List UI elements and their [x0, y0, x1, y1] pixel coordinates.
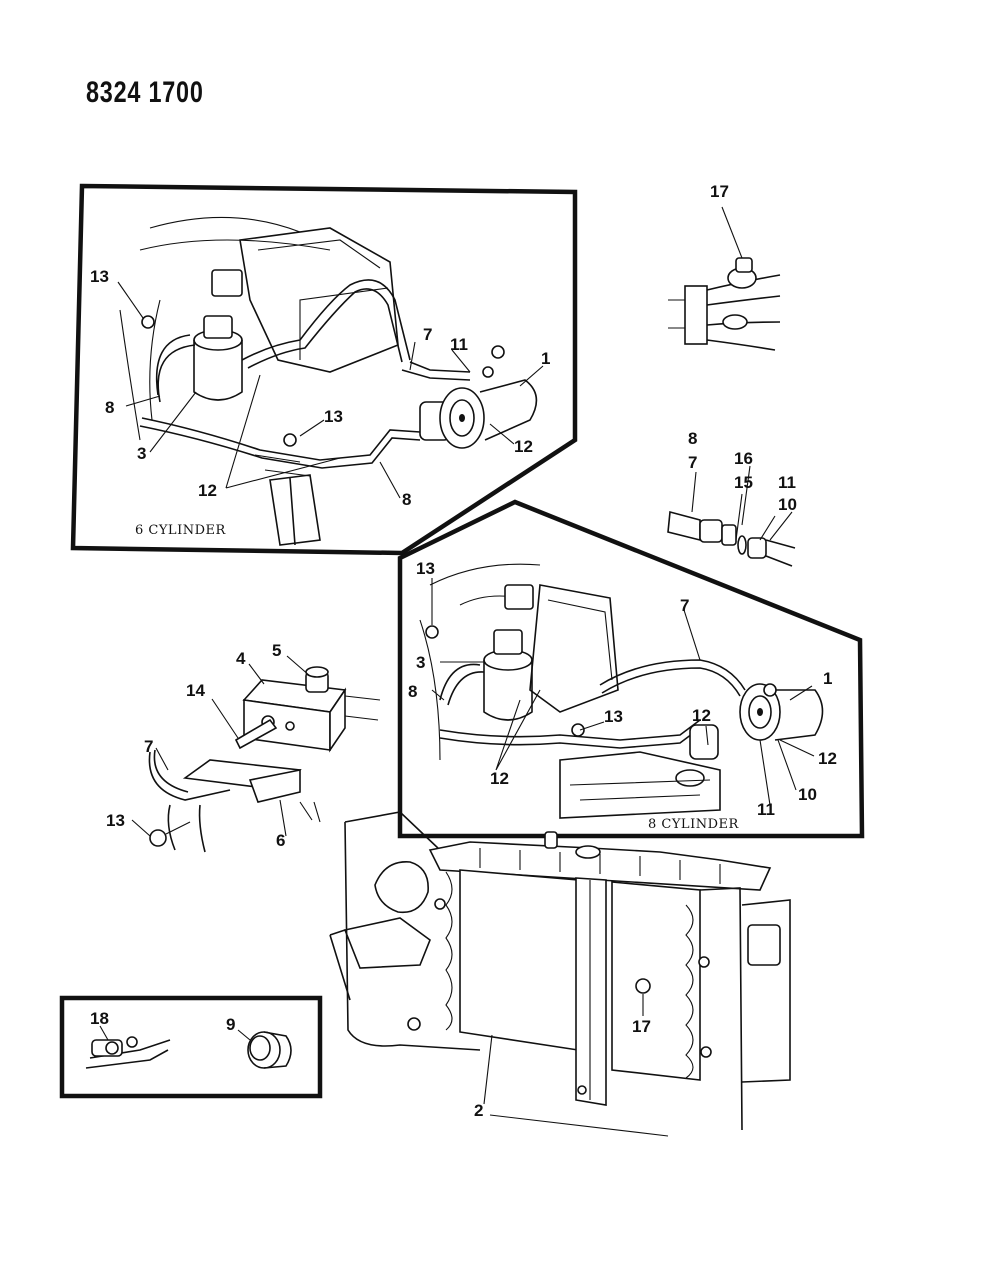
condenser-assembly: 17 2 — [329, 811, 791, 1137]
bracket-callout-6: 6 — [276, 831, 285, 850]
eight-cylinder-caption: 8 CYLINDER — [648, 817, 739, 832]
eight-cyl-callout-10: 10 — [798, 785, 817, 804]
condenser-callout-2: 2 — [474, 1101, 483, 1120]
fitting-callout-11: 11 — [778, 473, 796, 492]
fitting-detail: 8 7 16 15 11 10 — [667, 429, 797, 567]
eight-cylinder-panel: 13 7 3 8 1 13 12 12 12 10 11 8 CYLINDER — [397, 499, 865, 839]
eight-cyl-callout-3: 3 — [416, 653, 425, 672]
eight-cyl-callout-11: 11 — [757, 800, 775, 819]
bracket-callout-13: 13 — [106, 811, 125, 830]
bracket-callout-7: 7 — [144, 737, 153, 756]
bracket-callout-14: 14 — [186, 681, 205, 700]
six-cylinder-panel: 13 8 3 7 11 1 13 12 12 8 6 CYLINDER — [70, 183, 578, 556]
inset-detail: 18 9 — [59, 995, 323, 1099]
fitting-callout-15: 15 — [734, 473, 753, 492]
eight-cylinder-frame — [397, 499, 865, 839]
six-cyl-callout-11: 11 — [450, 335, 468, 354]
eight-cyl-callout-7: 7 — [680, 596, 689, 615]
eight-cyl-callout-13a: 13 — [416, 559, 435, 578]
bracket-detail: 4 5 14 7 13 6 — [106, 641, 381, 853]
switch-detail: 17 — [668, 182, 781, 351]
six-cyl-callout-8b: 8 — [402, 490, 411, 509]
six-cyl-callout-13b: 13 — [324, 407, 343, 426]
fitting-callout-16: 16 — [734, 449, 753, 468]
inset-callout-9: 9 — [226, 1015, 235, 1034]
bracket-callout-5: 5 — [272, 641, 281, 660]
six-cyl-callout-7: 7 — [423, 325, 432, 344]
document-number: 8324 1700 — [86, 76, 204, 109]
fitting-callout-7: 7 — [688, 453, 697, 472]
six-cyl-callout-8a: 8 — [105, 398, 114, 417]
six-cyl-callout-13a: 13 — [90, 267, 109, 286]
eight-cyl-callout-1: 1 — [823, 669, 832, 688]
six-cyl-callout-12b: 12 — [198, 481, 217, 500]
six-cyl-callout-1: 1 — [541, 349, 550, 368]
six-cyl-callout-3: 3 — [137, 444, 146, 463]
inset-frame — [59, 995, 323, 1099]
six-cylinder-frame — [70, 183, 578, 556]
bracket-callout-4: 4 — [236, 649, 246, 668]
six-cylinder-caption: 6 CYLINDER — [135, 523, 226, 538]
fitting-callout-10: 10 — [778, 495, 797, 514]
eight-cyl-callout-12c: 12 — [490, 769, 509, 788]
eight-cyl-callout-8: 8 — [408, 682, 417, 701]
six-cyl-callout-12a: 12 — [514, 437, 533, 456]
inset-callout-18: 18 — [90, 1009, 109, 1028]
fitting-callout-8: 8 — [688, 429, 697, 448]
condenser-callout-17: 17 — [632, 1017, 651, 1036]
eight-cyl-callout-12a: 12 — [692, 706, 711, 725]
switch-detail-callout-17: 17 — [710, 182, 729, 201]
eight-cyl-callout-12b: 12 — [818, 749, 837, 768]
eight-cyl-callout-13b: 13 — [604, 707, 623, 726]
